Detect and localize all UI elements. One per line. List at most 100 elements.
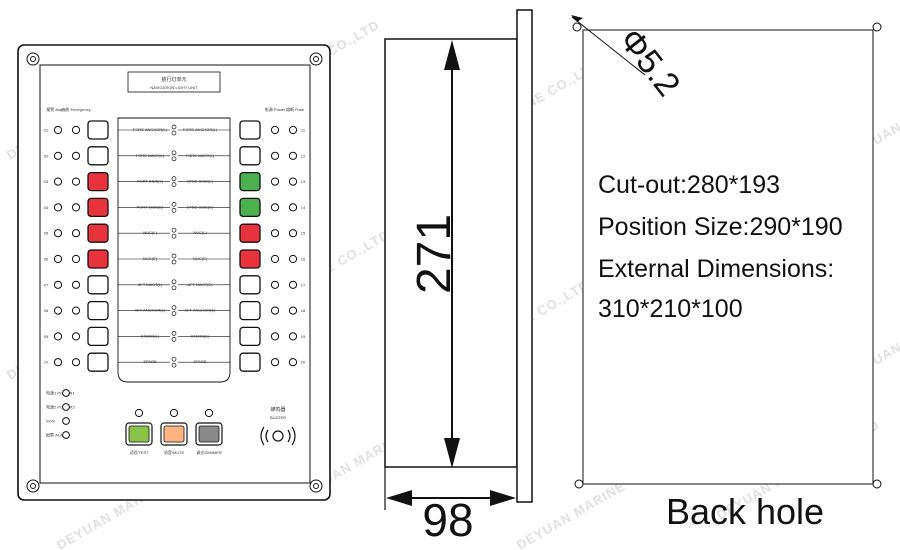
spec-position-size: Position Size:290*190 — [598, 213, 843, 241]
lamp-switch-left[interactable] — [87, 275, 109, 295]
lamp-switch-right[interactable] — [239, 223, 261, 243]
terminal-icon — [171, 331, 177, 336]
emergency-indicator — [71, 125, 81, 135]
fuse-indicator — [288, 358, 298, 367]
row-number-right: 16 — [301, 257, 306, 262]
spec-external-dimensions-value: 310*210*100 — [598, 295, 743, 323]
row-number-right: 17 — [301, 282, 306, 287]
control-button-label: 消音/MUTE — [164, 449, 185, 455]
lamp-switch-left[interactable] — [87, 120, 109, 140]
row-number-right: 14 — [301, 205, 306, 210]
buzzer: 蜂鸣器 BUZZER — [260, 406, 296, 446]
emergency-indicator — [71, 306, 81, 315]
lamp-switch-right[interactable] — [239, 300, 261, 321]
terminal-icon — [171, 362, 177, 368]
row-number-left: 08 — [44, 308, 49, 313]
lamp-label-left: NUC(L) — [143, 230, 157, 235]
alarm-indicator — [53, 203, 63, 212]
lamp-label-left: PORT SIDE(E) — [137, 204, 164, 209]
panel-title-en: NAVIGATION LIGHT UNIT — [150, 85, 198, 90]
terminal-icon — [171, 253, 177, 259]
spec-cutout: Cut-out:280*193 — [598, 171, 780, 199]
lamp-row: 04 PORT SIDE(E) STBD SIDE(E) 14 — [44, 197, 306, 218]
mount-hole-icon — [872, 22, 882, 32]
lamp-label-left: PORT SIDE(L) — [137, 179, 164, 184]
lamp-label-right: STBD SIDE(L) — [187, 179, 214, 184]
side-view: 271 98 — [384, 9, 533, 546]
lamp-switch-right[interactable] — [239, 146, 261, 166]
emergency-indicator — [71, 151, 81, 160]
control-button[interactable] — [163, 425, 185, 443]
back-view: Φ5.2 Cut-out:280*193 Position Size:290*1… — [571, 15, 882, 532]
emergency-indicator — [71, 254, 81, 264]
status-indicator — [62, 417, 70, 425]
row-number-left: 03 — [44, 179, 49, 184]
button-indicator — [169, 408, 179, 418]
row-number-left: 10 — [44, 360, 49, 365]
lamp-label-right: FORE ANCHOR(L) — [183, 127, 218, 132]
row-number-left: 02 — [44, 153, 49, 158]
terminal-icon — [171, 130, 177, 136]
alarm-indicator — [53, 358, 63, 367]
terminal-icon — [171, 227, 177, 233]
row-number-left: 09 — [44, 334, 49, 339]
alarm-indicator — [53, 306, 63, 315]
emergency-indicator — [71, 177, 81, 186]
lamp-label-left: FORE MAST(L) — [136, 153, 165, 158]
lamp-label-left: FORE ANCHOR(L) — [133, 127, 168, 132]
row-number-left: 04 — [44, 205, 49, 210]
lamp-switch-left[interactable] — [87, 352, 109, 372]
lamp-switch-right[interactable] — [239, 197, 261, 218]
terminal-icon — [171, 233, 177, 239]
button-indicator — [204, 408, 214, 418]
lamp-switch-left[interactable] — [87, 171, 109, 192]
lamp-label-left: NUC(E) — [143, 256, 158, 261]
arrow-down-icon — [444, 438, 460, 468]
lamp-switch-left[interactable] — [87, 249, 109, 269]
control-button[interactable] — [128, 425, 150, 443]
lamp-switch-left[interactable] — [87, 197, 109, 218]
control-button-label: 调光/DIMMER — [196, 449, 221, 455]
lamp-switch-left[interactable] — [87, 146, 109, 166]
power-indicator — [270, 280, 280, 289]
lamp-switch-right[interactable] — [239, 326, 261, 347]
panel-inner-frame — [39, 64, 311, 484]
terminal-icon — [171, 279, 177, 285]
lamp-switch-right[interactable] — [239, 120, 261, 140]
lamp-label-right: AFT MAST(E) — [187, 282, 213, 287]
corner-screw-icon — [309, 479, 323, 493]
status-label: 电源2 POWER2 — [46, 404, 75, 410]
power-indicator — [270, 306, 280, 315]
alarm-indicator — [53, 125, 63, 135]
height-dimension-label: 271 — [408, 214, 461, 294]
terminal-icon — [171, 208, 177, 213]
terminal-icon — [171, 285, 177, 291]
back-plate — [582, 29, 874, 485]
lamp-label-right: STBD SIDE(E) — [187, 204, 214, 209]
fuse-indicator — [288, 332, 298, 341]
lamp-switch-right[interactable] — [239, 249, 261, 269]
lamp-switch-left[interactable] — [87, 326, 109, 347]
alarm-indicator — [53, 254, 63, 264]
leader-arrow-icon — [571, 15, 583, 22]
lamp-switch-left[interactable] — [87, 223, 109, 243]
control-button[interactable] — [198, 425, 220, 443]
lamp-switch-right[interactable] — [239, 171, 261, 192]
fuse-indicator — [288, 177, 298, 186]
power-indicator — [270, 229, 280, 238]
alarm-indicator — [53, 177, 63, 186]
lamp-switch-left[interactable] — [87, 300, 109, 321]
arrow-left-icon — [386, 490, 412, 506]
terminal-icon — [171, 305, 177, 310]
buzzer-label-cn: 蜂鸣器 — [270, 406, 285, 413]
button-indicator — [134, 408, 144, 418]
emergency-indicator — [71, 332, 81, 341]
lamp-switch-right[interactable] — [239, 352, 261, 372]
lamp-switch-right[interactable] — [239, 275, 261, 295]
power-indicator — [270, 203, 280, 212]
